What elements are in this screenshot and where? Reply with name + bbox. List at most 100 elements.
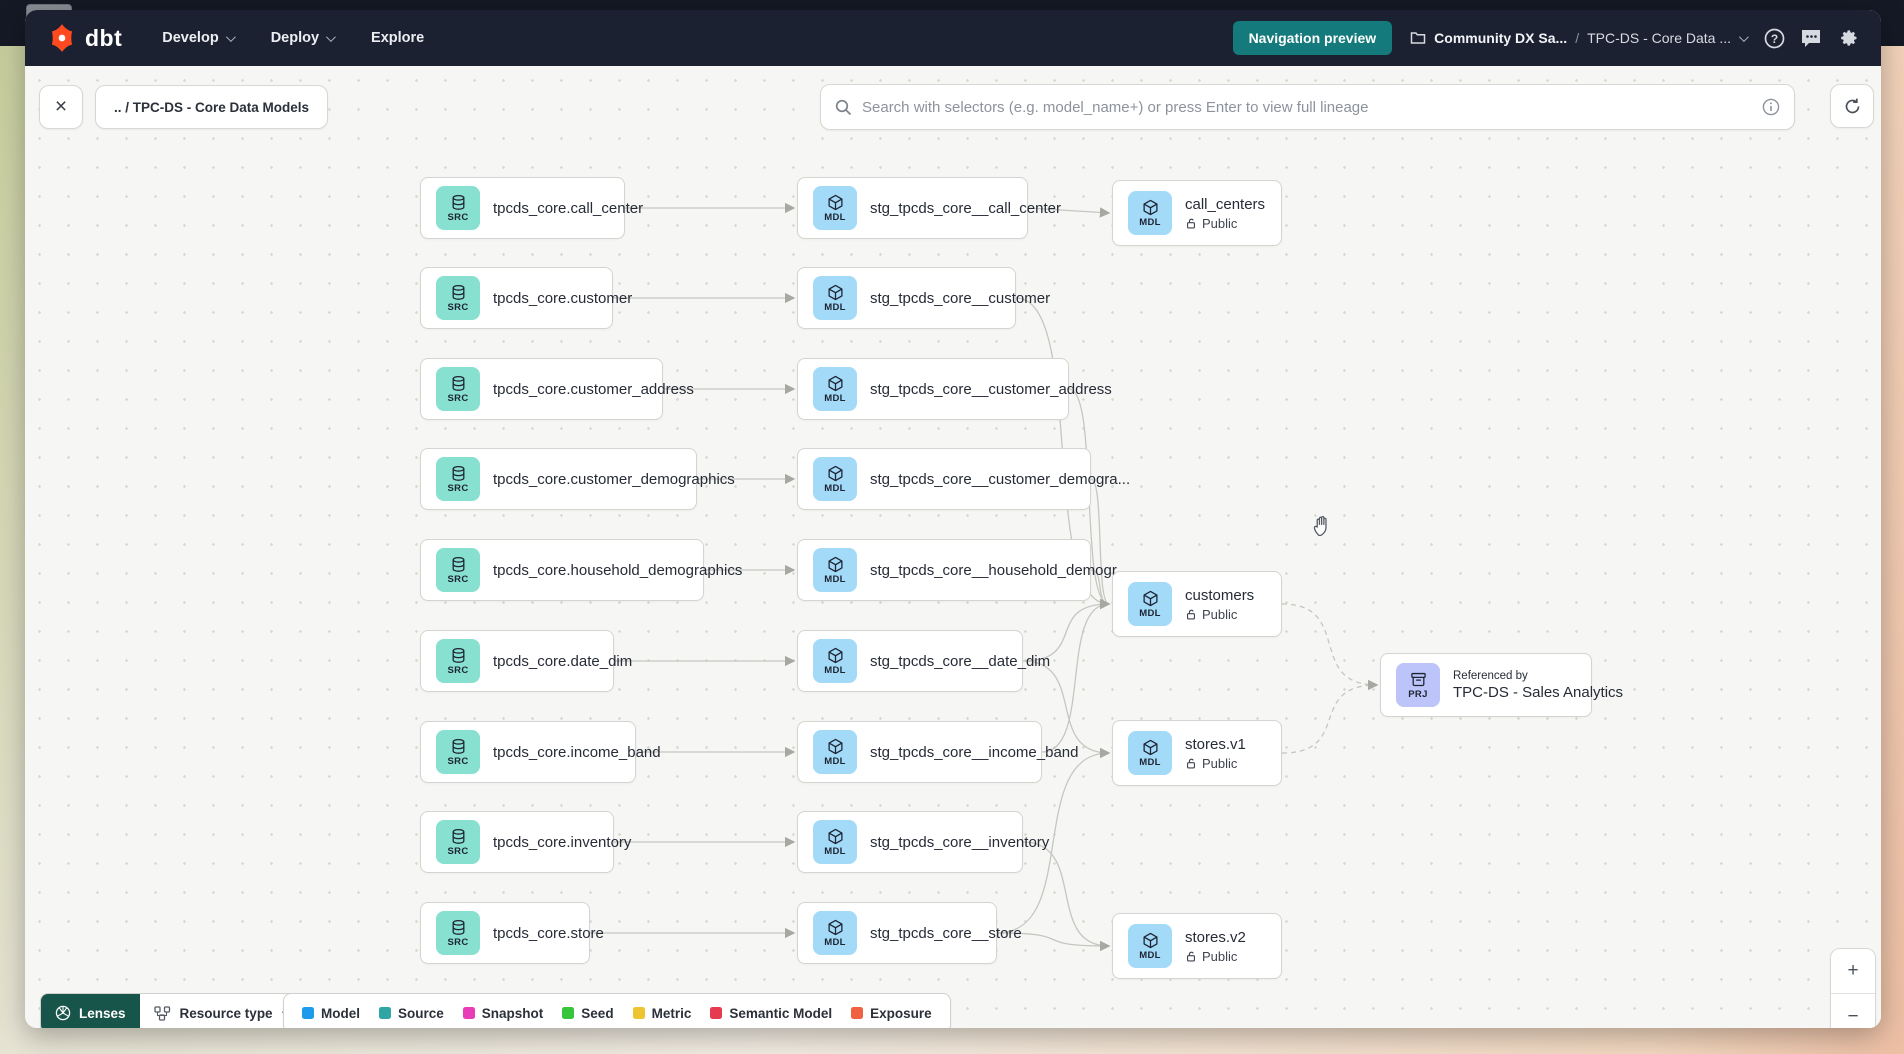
dbt-logo[interactable]: dbt [47,23,122,53]
info-icon[interactable] [1762,98,1780,116]
legend-label: Exposure [870,1005,932,1021]
public-lock-icon [1187,218,1195,229]
mdl-badge: MDL [813,730,857,774]
node-label: stg_tpcds_core__household_demogr... [870,561,1129,579]
database-icon [452,556,464,572]
node-label: tpcds_core.inventory [493,833,632,851]
cube-icon [827,919,843,935]
node-label: stg_tpcds_core__inventory [870,833,1050,851]
resource-type-button[interactable]: Resource type [139,994,303,1028]
legend-item-model: Model [302,1006,360,1021]
legend-swatch [379,1007,391,1019]
legend-label: Snapshot [481,1005,544,1021]
cube-icon [827,375,843,391]
node-access-label: Public [1202,948,1238,964]
cube-icon [827,556,843,572]
lineage-search [820,84,1795,130]
lenses-button[interactable]: Lenses [41,994,140,1028]
database-icon [452,284,464,300]
settings-gear-icon[interactable] [1837,27,1859,49]
legend-item-metric: Metric [632,1006,691,1021]
node-label: tpcds_core.customer [493,289,633,307]
nav-item-develop[interactable]: Develop [162,30,236,46]
legend-swatch [562,1007,575,1019]
graph-node-src_customer[interactable]: SRC tpcds_core.customer [420,267,632,329]
cube-icon [827,194,843,210]
breadcrumb[interactable]: Community DX Sa... / TPC-DS - Core Data … [1410,30,1749,46]
breadcrumb-project[interactable]: Community DX Sa... [1434,30,1568,46]
close-lineage-button[interactable]: × [39,85,83,129]
search-input[interactable] [862,98,1752,116]
legend-label: Seed [581,1005,614,1021]
src-badge: SRC [436,457,480,501]
node-access-label: Public [1202,755,1238,771]
nav-item-explore[interactable]: Explore [371,30,424,46]
nav-item-deploy[interactable]: Deploy [271,30,336,46]
node-label: tpcds_core.household_demographics [493,561,743,579]
refresh-lineage-button[interactable] [1830,84,1874,128]
chevron-down-icon[interactable] [1738,31,1749,42]
breadcrumb-page[interactable]: TPC-DS - Core Data ... [1587,30,1731,46]
mdl-badge: MDL [813,457,857,501]
legend-swatch [851,1007,864,1019]
graph-node-src_inventory[interactable]: SRC tpcds_core.inventory [420,811,631,873]
mdl-badge: MDL [813,911,857,955]
dbt-logo-icon [51,24,73,52]
cube-icon [827,284,843,300]
chevron-down-icon [325,31,336,42]
feedback-icon[interactable] [1800,28,1822,49]
zoom-in-button[interactable]: + [1831,949,1875,994]
nav-item-label: Explore [371,30,425,46]
navigation-preview-button[interactable]: Navigation preview [1232,21,1393,55]
navbar-icons: ? [1764,27,1859,49]
brand-word: dbt [85,24,123,51]
graph-node-stg_customer_demographics[interactable]: MDL stg_tpcds_core__customer_demogra... [797,448,1130,510]
search-icon [835,99,852,115]
src-badge: SRC [436,820,480,864]
zoom-out-button[interactable]: − [1831,994,1875,1028]
legend-item-source: Source [379,1006,444,1021]
cube-icon [827,828,843,844]
node-label: tpcds_core.date_dim [493,652,633,670]
node-label: tpcds_core.customer_address [493,380,694,398]
lenses-label: Lenses [79,1005,126,1021]
svg-text:?: ? [1771,32,1778,46]
public-lock-icon [1187,758,1195,769]
cube-icon [827,465,843,481]
legend-item-semantic-model: Semantic Model [710,1006,832,1021]
resource-type-icon [153,1005,170,1021]
database-icon [452,828,464,844]
mdl-badge: MDL [813,639,857,683]
node-access-label: Public [1202,215,1238,231]
src-badge: SRC [436,911,480,955]
src-badge: SRC [436,276,480,320]
prj-badge: PRJ [1396,663,1440,707]
legend-swatch [302,1007,314,1019]
public-lock-icon [1187,609,1195,620]
lineage-path-chip[interactable]: .. / TPC-DS - Core Data Models [95,85,329,129]
node-label: tpcds_core.income_band [493,743,661,761]
help-icon[interactable]: ? [1764,28,1785,49]
node-label: stg_tpcds_core__customer_demogra... [870,470,1131,488]
